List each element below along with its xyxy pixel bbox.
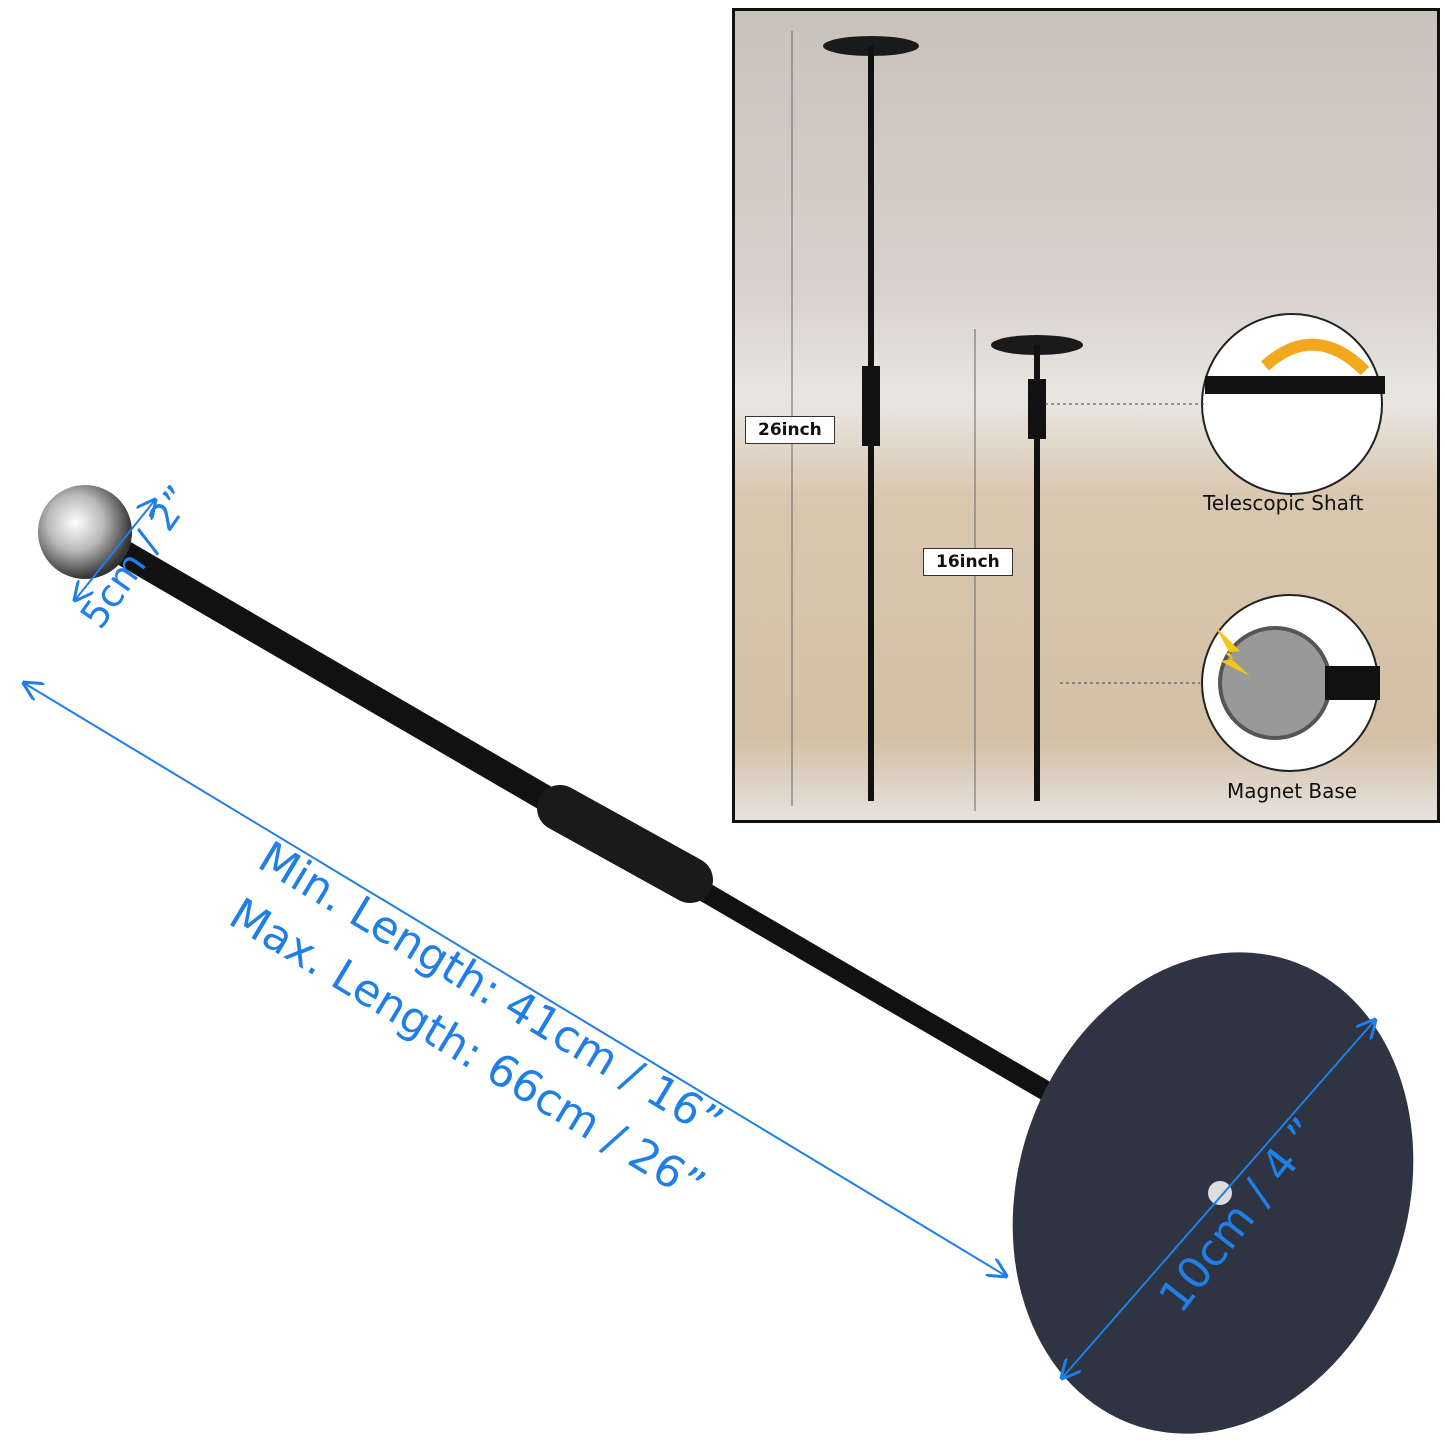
long-length-label: 26inch — [745, 416, 835, 444]
inset-illustration — [791, 31, 1385, 811]
ball-dimension-line — [75, 500, 155, 600]
telescopic-shaft-caption: Telescopic Shaft — [1203, 491, 1364, 515]
pole-thick-section — [103, 533, 607, 842]
length-dimension-line — [24, 683, 1006, 1276]
pole-joint — [537, 785, 713, 903]
magnet-base-caption: Magnet Base — [1227, 779, 1358, 803]
lightning-icon — [1215, 626, 1250, 676]
disc-dimension-line — [1062, 1020, 1375, 1378]
short-length-label: 16inch — [923, 548, 1013, 576]
rotate-arrow-icon — [1260, 338, 1370, 376]
mounting-disc — [1012, 952, 1414, 1434]
usage-inset: 26inch 16inch Telescopic Shaft Magnet Ba… — [732, 8, 1440, 823]
